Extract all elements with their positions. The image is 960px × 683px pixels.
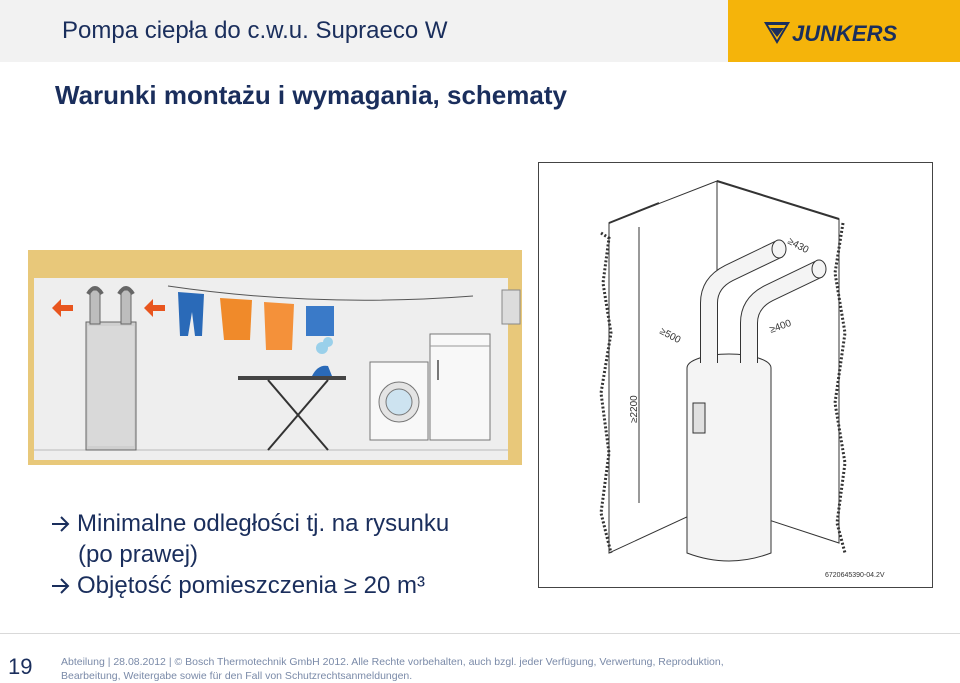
- presentation-title: Pompa ciepła do c.w.u. Supraeco W: [62, 17, 448, 44]
- slide-heading: Warunki montażu i wymagania, schematy: [55, 80, 567, 110]
- heat-pump-tank: [686, 239, 827, 562]
- footer-divider: [0, 633, 960, 634]
- dim-left-label: ≥500: [658, 326, 683, 346]
- footer-line: Abteilung | 28.08.2012 | © Bosch Thermot…: [61, 656, 724, 668]
- installation-clearance-diagram: ≥2200 ≥430 ≥500 ≥400 6720645390-04.2V: [538, 162, 933, 588]
- dim-height-label: ≥2200: [629, 395, 640, 423]
- bullet-continuation: (po prawej): [50, 539, 449, 570]
- arrow-right-icon: [52, 515, 70, 532]
- dim-top-label: ≥430: [786, 236, 811, 256]
- arrow-right-icon: [52, 577, 70, 594]
- svg-text:JUNKERS: JUNKERS: [792, 21, 897, 46]
- bullet-item: Minimalne odległości tj. na rysunku: [50, 508, 449, 539]
- heat-pump-unit: [85, 286, 137, 451]
- bullet-text: (po prawej): [78, 541, 199, 568]
- bullet-text: Objętość pomieszczenia ≥ 20 m³: [77, 572, 425, 599]
- junkers-emblem-icon: [764, 22, 790, 44]
- cabinet: [429, 333, 491, 441]
- footer-line: Bearbeitung, Weitergabe sowie für den Fa…: [61, 670, 413, 682]
- ironing-board: [238, 337, 346, 451]
- airflow-arrows: [52, 299, 165, 317]
- bullet-item: Objętość pomieszczenia ≥ 20 m³: [50, 570, 449, 601]
- page-number: 19: [8, 654, 33, 679]
- junkers-logo: JUNKERS: [728, 0, 960, 62]
- laundry: [178, 292, 334, 350]
- dim-right-label: ≥400: [768, 318, 793, 336]
- utility-room-illustration: [28, 250, 522, 465]
- bullet-list: Minimalne odległości tj. na rysunku (po …: [50, 508, 449, 601]
- drawing-code: 6720645390-04.2V: [825, 572, 885, 579]
- footer-legal-text: Abteilung | 28.08.2012 | © Bosch Thermot…: [61, 655, 761, 683]
- bullet-text: Minimalne odległości tj. na rysunku: [77, 510, 450, 537]
- washing-machine: [369, 361, 429, 441]
